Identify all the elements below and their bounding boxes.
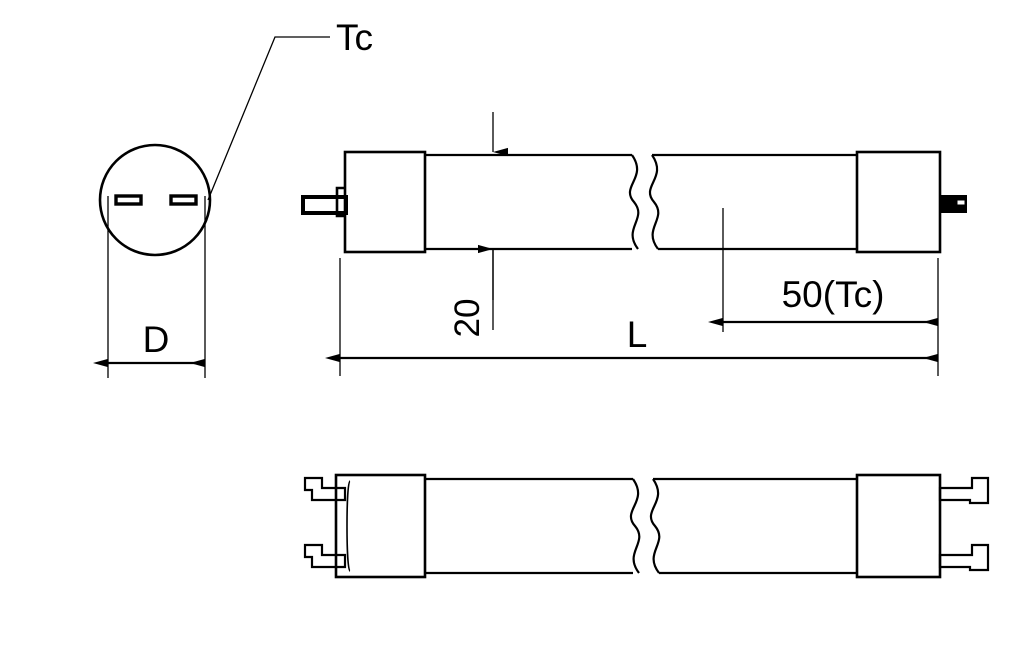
side-view-top: 20 L 50(Tc) [301, 112, 967, 376]
tc-callout: Tc [207, 17, 373, 201]
right-end-pin-slot [956, 199, 966, 206]
bottom-right-end-cap [855, 473, 942, 579]
bottom-break-symbol-right [649, 478, 661, 574]
tc50-dimension-label: 50(Tc) [782, 274, 885, 315]
left-end-pin [301, 195, 348, 215]
bottom-break-symbol-left [629, 478, 641, 574]
tc-leader-line [207, 36, 330, 201]
bottom-left-pin-lower [303, 543, 347, 569]
dimension-20: 20 [448, 112, 508, 338]
side-view-bottom [303, 473, 990, 579]
bottom-left-end-cap [334, 473, 427, 579]
right-end-cap [855, 150, 942, 254]
break-symbol-right [648, 154, 660, 250]
d-dimension-label: D [143, 319, 170, 360]
tube-cross-section-circle [98, 143, 212, 257]
bottom-left-pin-upper [303, 476, 347, 502]
end-view-circle: D [93, 143, 212, 378]
dim20-label: 20 [448, 299, 487, 338]
dimension-50Tc: 50(Tc) [708, 208, 938, 332]
bottom-left-cap-inner-edge [346, 480, 351, 572]
pin-slot-left-icon [114, 194, 143, 206]
bottom-right-pin-lower [938, 543, 990, 572]
bottom-right-pin-upper [938, 476, 990, 505]
dimension-L: L [325, 258, 939, 376]
left-end-cap [343, 150, 427, 254]
tc-callout-label: Tc [336, 17, 373, 58]
break-symbol-left [628, 154, 640, 250]
pin-slot-right-icon [169, 194, 198, 206]
L-dimension-label: L [627, 314, 648, 355]
left-cap-shoulder [335, 186, 345, 218]
